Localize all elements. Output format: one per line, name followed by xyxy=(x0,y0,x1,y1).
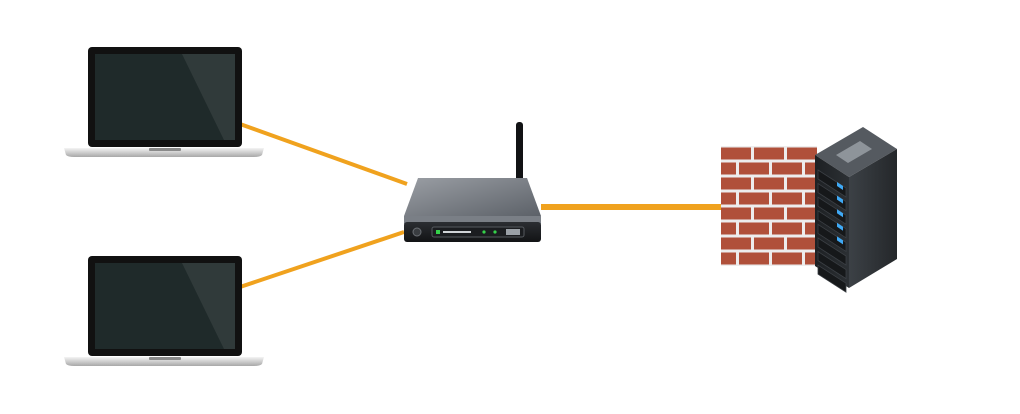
brick xyxy=(772,223,802,235)
connection-link xyxy=(240,124,407,184)
brick xyxy=(754,148,784,160)
brick xyxy=(739,163,769,175)
brick xyxy=(721,163,736,175)
brick xyxy=(721,223,736,235)
brick xyxy=(721,253,736,265)
brick xyxy=(721,238,751,250)
laptop-icon xyxy=(64,47,264,157)
brick xyxy=(772,253,802,265)
brick xyxy=(721,148,751,160)
brick xyxy=(787,208,817,220)
laptop-icon xyxy=(64,256,264,366)
brick xyxy=(787,178,817,190)
brick xyxy=(721,208,751,220)
brick xyxy=(721,178,751,190)
brick xyxy=(787,148,817,160)
server-rack-icon xyxy=(815,127,897,292)
brick-firewall-icon xyxy=(721,146,817,266)
brick xyxy=(787,238,817,250)
brick xyxy=(739,193,769,205)
brick xyxy=(772,163,802,175)
brick xyxy=(739,223,769,235)
wireless-router-icon xyxy=(404,122,541,242)
brick xyxy=(772,193,802,205)
connection-link xyxy=(240,232,404,287)
brick xyxy=(754,238,784,250)
brick xyxy=(754,178,784,190)
brick xyxy=(721,193,736,205)
brick xyxy=(739,253,769,265)
brick xyxy=(754,208,784,220)
